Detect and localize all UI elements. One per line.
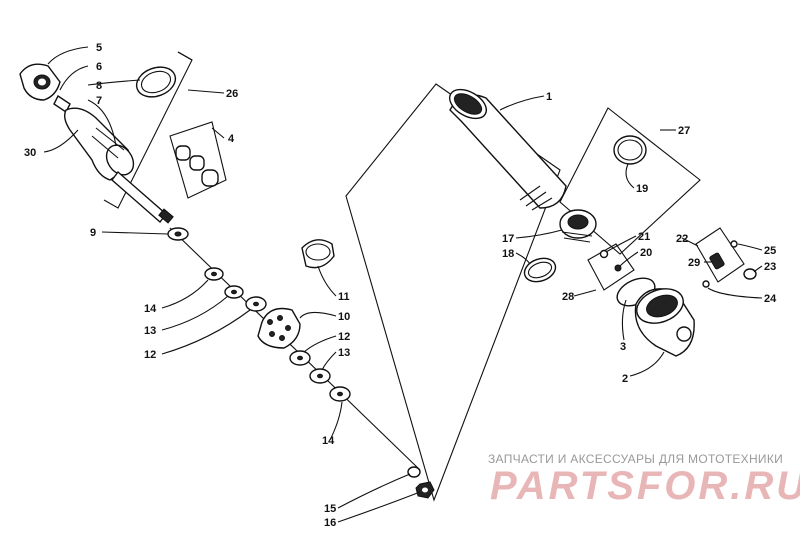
callout-24: 24 bbox=[764, 293, 777, 305]
callout-13-upper: 13 bbox=[144, 325, 156, 337]
part-shim-stack-lower bbox=[289, 350, 351, 402]
part-valve-core-29 bbox=[709, 252, 725, 270]
part-ring-18 bbox=[523, 257, 557, 283]
callout-22: 22 bbox=[676, 233, 688, 245]
callout-26: 26 bbox=[226, 88, 238, 100]
callout-20: 20 bbox=[640, 247, 652, 259]
callout-15: 15 bbox=[324, 503, 336, 515]
part-seal-ring bbox=[135, 66, 177, 98]
callout-19: 19 bbox=[636, 183, 648, 195]
callout-14-lower: 14 bbox=[322, 435, 335, 447]
part-head-cap bbox=[559, 209, 597, 243]
watermark-logo: PARTSFOR.RU bbox=[490, 464, 800, 508]
group-bracket-22 bbox=[695, 227, 745, 283]
callout-2: 2 bbox=[622, 373, 628, 385]
callout-16: 16 bbox=[324, 517, 336, 529]
callout-9: 9 bbox=[90, 227, 96, 239]
callout-30: 30 bbox=[24, 147, 36, 159]
leader-lines bbox=[43, 46, 763, 523]
callout-21: 21 bbox=[638, 231, 650, 243]
callout-1: 1 bbox=[546, 91, 552, 103]
part-bushings bbox=[175, 145, 219, 187]
part-washer-24 bbox=[702, 280, 710, 288]
callout-17: 17 bbox=[502, 233, 514, 245]
part-valve-20 bbox=[614, 264, 622, 272]
part-cap-25 bbox=[730, 240, 738, 248]
callout-25: 25 bbox=[764, 245, 776, 257]
callout-27: 27 bbox=[678, 125, 690, 137]
watermark-caption: ЗАПЧАСТИ И АКСЕССУАРЫ ДЛЯ МОТОТЕХНИКИ bbox=[488, 452, 784, 466]
callout-4: 4 bbox=[228, 133, 235, 145]
group-bracket-4 bbox=[169, 121, 227, 199]
group-bracket-28 bbox=[587, 243, 635, 291]
callout-12-lower: 12 bbox=[338, 331, 350, 343]
callout-7: 7 bbox=[96, 95, 102, 107]
callouts: 5 6 8 7 26 4 30 9 14 13 12 11 10 12 13 1… bbox=[24, 42, 777, 529]
part-ball-21 bbox=[599, 249, 609, 259]
part-eye-end bbox=[19, 63, 61, 101]
callout-10: 10 bbox=[338, 311, 350, 323]
callout-28: 28 bbox=[562, 291, 574, 303]
group-bracket-26 bbox=[103, 51, 193, 209]
callout-5: 5 bbox=[96, 42, 102, 54]
part-washer-15 bbox=[407, 466, 421, 478]
callout-6: 6 bbox=[96, 61, 102, 73]
part-reservoir-housing bbox=[634, 288, 695, 357]
part-shim-stack-upper bbox=[204, 267, 267, 312]
part-cylinder-tube bbox=[448, 88, 567, 211]
group-bracket-27 bbox=[559, 107, 701, 255]
axis-left bbox=[169, 227, 421, 471]
callout-13-lower: 13 bbox=[338, 347, 350, 359]
callout-11: 11 bbox=[338, 291, 350, 303]
callout-12-upper: 12 bbox=[144, 349, 156, 361]
callout-29: 29 bbox=[688, 257, 700, 269]
callout-23: 23 bbox=[764, 261, 776, 273]
callout-14-upper: 14 bbox=[144, 303, 157, 315]
part-seal-23 bbox=[743, 268, 757, 280]
part-piston-ring bbox=[301, 239, 335, 269]
callout-8: 8 bbox=[96, 80, 102, 92]
callout-18: 18 bbox=[502, 248, 514, 260]
part-piston-rod bbox=[53, 94, 174, 224]
callout-3: 3 bbox=[620, 341, 626, 353]
part-piston bbox=[257, 307, 301, 349]
